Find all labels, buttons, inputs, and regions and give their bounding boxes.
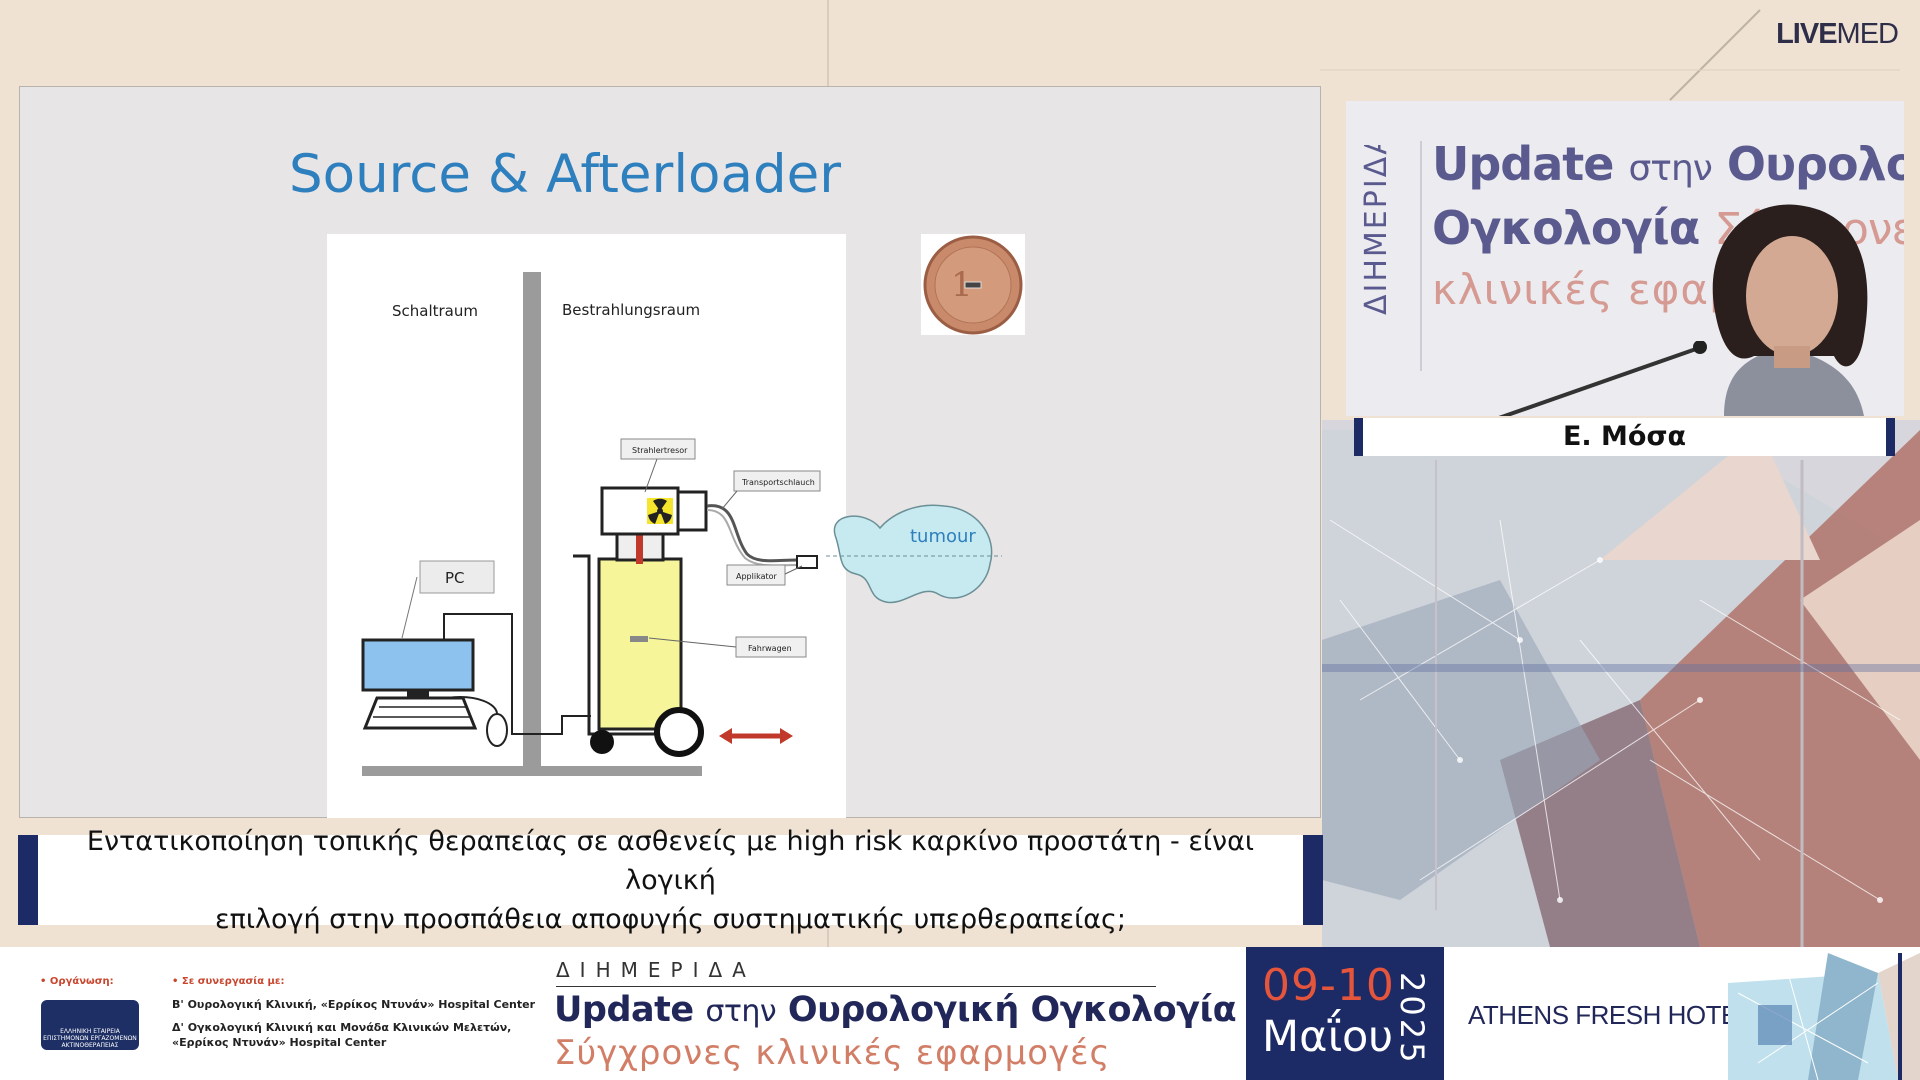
afterloader-diagram: Schaltraum Bestrahlungsraum PC Strahlert… xyxy=(327,234,846,818)
microphone xyxy=(1498,341,1707,416)
tumour-shape: tumour xyxy=(826,504,1002,604)
svg-text:Strahlertresor: Strahlertresor xyxy=(632,446,688,455)
mouse-icon xyxy=(486,713,508,747)
label-bestrahlungsraum: Bestrahlungsraum xyxy=(562,301,700,319)
collaboration-label: • Σε συνεργασία με: xyxy=(172,976,285,987)
speaker-avatar xyxy=(1712,204,1868,416)
event-year: 2025 xyxy=(1393,972,1431,1065)
event-type-label: ΔΙΗΜΕΡΙΔΑ xyxy=(556,958,756,982)
pc-label-box xyxy=(419,560,495,594)
backdrop-vertical-label: ΔΙΗΜΕΡΙΔΑ xyxy=(1359,145,1394,315)
livemed-logo: LIVEMED xyxy=(1776,18,1899,50)
one-cent-coin: 1 xyxy=(921,234,1025,335)
keyboard-icon xyxy=(362,696,478,730)
label-schaltraum: Schaltraum xyxy=(392,302,478,320)
backdrop-line-1: Update στην Ουρολογικ xyxy=(1432,137,1904,191)
organizer-logo: ΕΛΛΗΝΙΚΗ ΕΤΑΙΡΕΙΑ ΕΠΙΣΤΗΜΟΝΩΝ ΕΡΓΑΖΟΜΕΝΩ… xyxy=(41,1000,139,1050)
backdrop-line-3: κλινικές εφαρμ xyxy=(1432,265,1765,314)
event-days: 09-10 xyxy=(1262,960,1395,1011)
event-subtitle: Σύγχρονες κλινικές εφαρμογές xyxy=(554,1033,1111,1073)
collaborator-1: Β' Ουρολογική Κλινική, «Ερρίκος Ντυνάν» … xyxy=(172,998,536,1011)
organizer-label: • Οργάνωση: xyxy=(40,976,114,987)
svg-text:1: 1 xyxy=(951,265,973,305)
event-title: Update στην Ουρολογική Ογκολογία xyxy=(554,990,1237,1030)
svg-text:Applikator: Applikator xyxy=(736,572,778,581)
svg-text:Transportschlauch: Transportschlauch xyxy=(741,478,815,487)
event-date-box xyxy=(1246,947,1444,1080)
slide-title: Source & Afterloader xyxy=(289,144,841,205)
speaker-name-bar: Ε. Μόσα xyxy=(1354,418,1895,456)
monitor-icon xyxy=(361,638,475,692)
banner-corner-artwork xyxy=(1728,953,1920,1080)
svg-text:2025: 2025 xyxy=(1393,972,1431,1065)
svg-text:PC: PC xyxy=(445,569,465,587)
label-tumour: tumour xyxy=(910,526,976,547)
event-venue: ATHENS FRESH HOTEL xyxy=(1468,1000,1752,1030)
afterloader-trolley xyxy=(597,557,683,731)
svg-text:ΔΙΗΜΕΡΙΔΑ: ΔΙΗΜΕΡΙΔΑ xyxy=(1359,145,1394,315)
event-banner xyxy=(0,947,1920,1080)
speaker-video: ΔΙΗΜΕΡΙΔΑ Update στην Ουρολογικ Ογκολογί… xyxy=(1346,101,1904,416)
slide-caption: Εντατικοποίηση τοπικής θεραπείας σε ασθε… xyxy=(18,826,1323,935)
event-month: Μαΐου xyxy=(1262,1012,1394,1062)
svg-text:Fahrwagen: Fahrwagen xyxy=(748,644,792,653)
collaborator-2: Δ' Ογκολογική Κλινική και Μονάδα Κλινικώ… xyxy=(172,1021,512,1049)
